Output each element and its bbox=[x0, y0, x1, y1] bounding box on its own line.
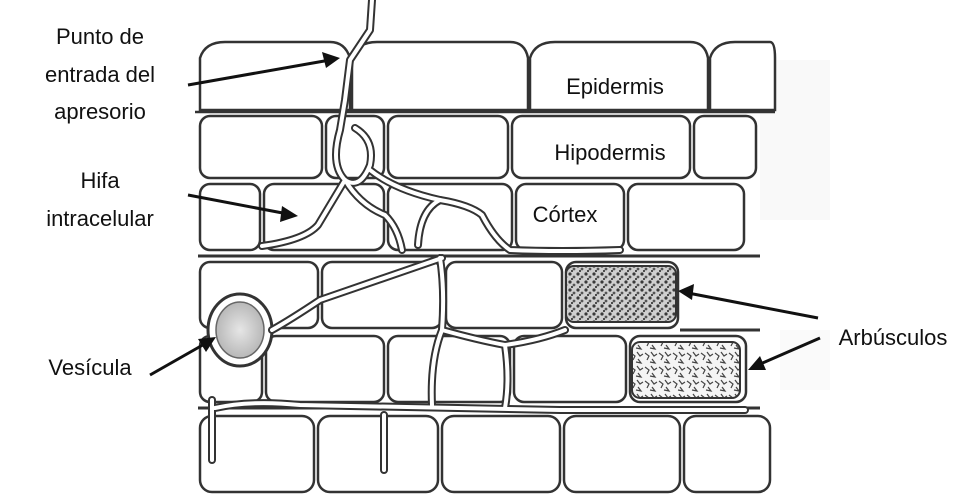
label-entry-line2: entrada del bbox=[45, 62, 155, 87]
vesicle bbox=[208, 294, 272, 366]
label-cortex: Córtex bbox=[533, 202, 598, 227]
arbuscule-dense bbox=[566, 266, 676, 322]
label-entry-line3: apresorio bbox=[54, 99, 146, 124]
label-arbuscules: Arbúsculos bbox=[839, 325, 948, 350]
label-epidermis: Epidermis bbox=[566, 74, 664, 99]
label-hypha-line1: Hifa bbox=[80, 168, 120, 193]
arbuscule-sparse bbox=[632, 342, 740, 398]
label-hypha-line2: intracelular bbox=[46, 206, 154, 231]
label-hypodermis: Hipodermis bbox=[554, 140, 665, 165]
label-vesicle: Vesícula bbox=[48, 355, 132, 380]
bottom-layer bbox=[200, 416, 770, 492]
epidermis-layer bbox=[195, 42, 775, 112]
label-entry-line1: Punto de bbox=[56, 24, 144, 49]
hypodermis-layer bbox=[200, 116, 756, 178]
arrow-arbuscule-1 bbox=[678, 284, 818, 318]
